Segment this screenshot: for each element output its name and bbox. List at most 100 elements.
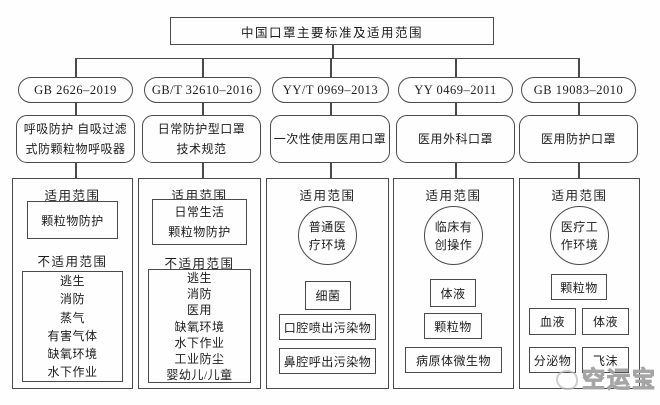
connector-line xyxy=(75,58,77,77)
protection-item: 颗粒物 xyxy=(551,274,607,300)
protection-item: 飞沫 xyxy=(582,347,629,373)
environment-text: 普通医 xyxy=(308,219,347,234)
protection-item-text: 颗粒物 xyxy=(560,280,598,295)
scope-item-text: 颗粒物防护 xyxy=(168,225,231,239)
scope-panel-yy0469: 适用范围 临床有 创操作 体液 颗粒物 病原体微生物 xyxy=(393,178,514,389)
scope-panel-gb19083: 适用范围 医疗工 作环境 颗粒物 血液 体液 分泌物 飞沫 xyxy=(519,178,640,389)
exclude-item: 蒸气 xyxy=(59,310,85,325)
exclude-item: 医用 xyxy=(186,303,212,318)
exclude-item: 有害气体 xyxy=(47,328,98,343)
connector-line xyxy=(75,163,77,178)
standard-code-gb19083: GB 19083–2010 xyxy=(521,77,636,103)
standard-label: GB 19083–2010 xyxy=(533,82,624,97)
protection-item-text: 飞沫 xyxy=(592,353,618,368)
mask-type-surgical: 医用外科口罩 xyxy=(396,115,515,163)
protection-item-text: 体液 xyxy=(592,315,618,329)
environment-text: 医疗工 xyxy=(560,219,599,234)
protection-item: 体液 xyxy=(582,308,629,335)
connector-line xyxy=(455,103,457,115)
scope-item-text: 日常生活 xyxy=(174,205,225,219)
scope-panel-gb2626: 适用范围 颗粒物防护 不适用范围 逃生 消防 蒸气 有害气体 缺氧环境 水下作业 xyxy=(12,178,133,389)
exclude-item: 缺氧环境 xyxy=(47,347,98,362)
mask-name-line: 一次性使用医用口罩 xyxy=(273,132,387,146)
exclude-item: 水下作业 xyxy=(174,335,225,350)
exclude-item: 婴幼儿/儿童 xyxy=(166,368,233,383)
mask-name-line: 呼吸防护 自吸过滤 xyxy=(23,122,128,136)
connector-line xyxy=(332,45,334,58)
mask-type-respirator: 呼吸防护 自吸过滤 式防颗粒物呼吸器 xyxy=(16,115,135,163)
protection-item: 颗粒物 xyxy=(424,313,482,339)
mask-type-daily: 日常防护型口罩 技术规范 xyxy=(142,115,261,163)
standard-label: GB/T 32610–2016 xyxy=(151,82,254,97)
exclude-item: 工业防尘 xyxy=(174,352,225,367)
protection-item-text: 分泌物 xyxy=(533,353,572,368)
mask-name-line: 技术规范 xyxy=(176,142,227,156)
exclude-item: 逃生 xyxy=(186,271,212,285)
exclude-item: 水下作业 xyxy=(47,365,98,380)
connector-line xyxy=(455,163,457,178)
scope-panel-yyt0969: 适用范围 普通医 疗环境 细菌 口腔喷出污染物 鼻腔呼出污染物 xyxy=(266,178,389,389)
scope-panel-gbt32610: 适用范围 日常生活 颗粒物防护 不适用范围 逃生 消防 医用 缺氧环境 水下作业… xyxy=(138,178,261,389)
protection-item: 细菌 xyxy=(305,281,351,310)
scope-item: 日常生活 颗粒物防护 xyxy=(152,199,247,245)
environment-text: 作环境 xyxy=(560,237,599,252)
environment-text: 创操作 xyxy=(434,237,473,252)
connector-line xyxy=(578,103,580,115)
protection-item-text: 血液 xyxy=(539,315,565,329)
watermark-text: 空运宝 xyxy=(582,366,657,393)
standard-label: YY 0469–2011 xyxy=(414,82,497,97)
connector-line xyxy=(578,163,580,178)
connector-line xyxy=(202,58,204,77)
protection-item: 口腔喷出污染物 xyxy=(279,314,376,340)
protection-item: 血液 xyxy=(529,308,576,335)
exclude-item: 消防 xyxy=(59,292,85,307)
protection-item: 体液 xyxy=(430,279,476,307)
page-title: 中国口罩主要标准及适用范围 xyxy=(240,25,423,40)
environment-text: 疗环境 xyxy=(308,237,347,252)
scope-label: 适用范围 xyxy=(44,189,101,203)
exclude-label: 不适用范围 xyxy=(37,255,108,269)
environment-circle: 普通医 疗环境 xyxy=(298,206,357,265)
protection-item-text: 体液 xyxy=(440,286,466,301)
connector-line xyxy=(202,163,204,178)
exclude-item: 逃生 xyxy=(59,274,85,288)
watermark-face-icon xyxy=(556,370,578,390)
connector-line xyxy=(202,103,204,115)
root-title-box: 中国口罩主要标准及适用范围 xyxy=(170,17,494,45)
exclude-label: 不适用范围 xyxy=(164,257,235,271)
connector-line xyxy=(330,163,332,178)
standard-code-yyt0969: YY/T 0969–2013 xyxy=(272,77,389,103)
environment-text: 临床有 xyxy=(434,219,473,234)
environment-circle: 临床有 创操作 xyxy=(424,206,483,265)
scope-item: 颗粒物防护 xyxy=(27,201,118,239)
protection-item: 鼻腔呼出污染物 xyxy=(279,348,376,374)
protection-item-text: 病原体微生物 xyxy=(415,353,491,368)
protection-item-text: 口腔喷出污染物 xyxy=(283,320,372,335)
exclude-list: 逃生 消防 蒸气 有害气体 缺氧环境 水下作业 xyxy=(22,271,123,382)
mask-type-medical-protective: 医用防护口罩 xyxy=(519,115,638,163)
protection-item: 分泌物 xyxy=(529,347,576,373)
environment-circle: 医疗工 作环境 xyxy=(550,206,609,265)
standard-code-yy0469: YY 0469–2011 xyxy=(398,77,513,103)
connector-line xyxy=(330,58,332,77)
scope-label: 适用范围 xyxy=(551,189,608,203)
connector-line xyxy=(330,103,332,115)
standard-code-gbt32610: GB/T 32610–2016 xyxy=(144,77,261,103)
connector-line xyxy=(455,58,457,77)
exclude-item: 消防 xyxy=(186,287,212,302)
mask-name-line: 日常防护型口罩 xyxy=(157,122,246,136)
scope-item-text: 颗粒物防护 xyxy=(41,213,104,228)
scope-label: 适用范围 xyxy=(425,189,482,203)
protection-item: 病原体微生物 xyxy=(405,347,502,373)
protection-item-text: 细菌 xyxy=(315,289,341,303)
standard-label: GB 2626–2019 xyxy=(34,82,117,97)
scope-label: 适用范围 xyxy=(299,189,356,203)
mask-name-line: 医用防护口罩 xyxy=(540,132,616,146)
connector-line xyxy=(75,57,579,59)
exclude-item: 缺氧环境 xyxy=(174,319,225,334)
mask-type-disposable-medical: 一次性使用医用口罩 xyxy=(270,115,390,163)
standard-label: YY/T 0969–2013 xyxy=(282,82,379,97)
protection-item-text: 鼻腔呼出污染物 xyxy=(283,354,372,369)
standard-code-gb2626: GB 2626–2019 xyxy=(18,77,133,103)
